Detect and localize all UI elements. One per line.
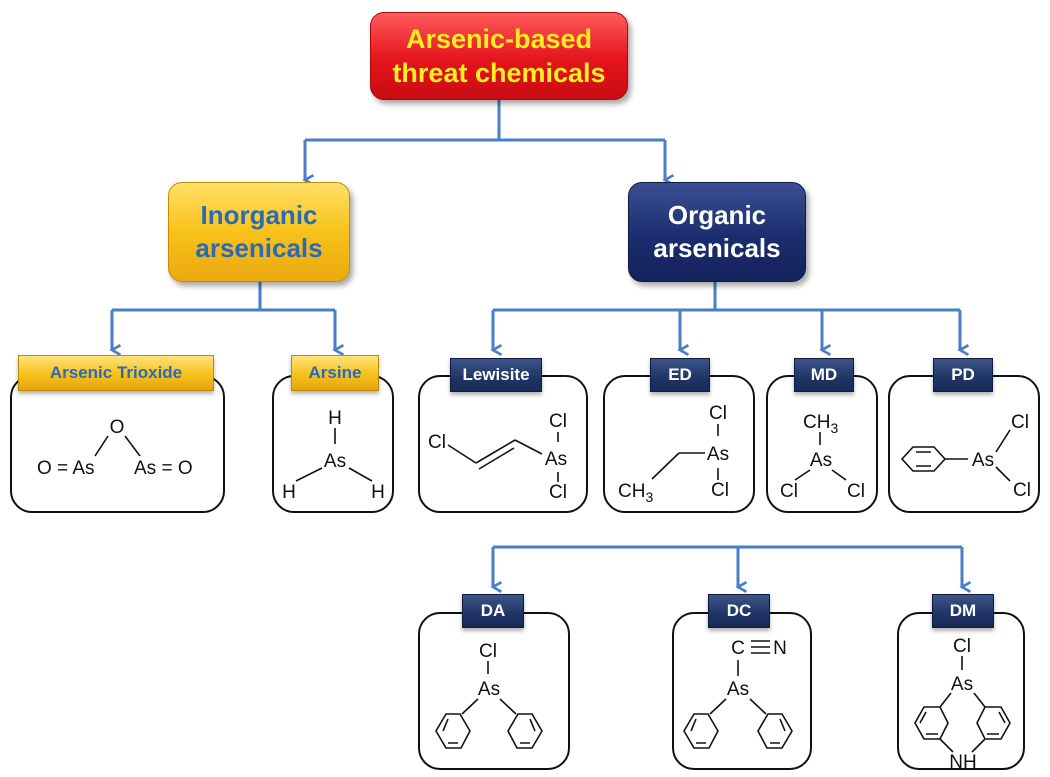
pd-tag: PD [933,358,993,392]
dm-as: As [951,674,973,695]
inorganic-node: Inorganic arsenicals [168,182,350,282]
md-tag: MD [794,358,854,392]
dm-tag: DM [932,594,994,628]
dm-cl: Cl [953,636,971,657]
md-as: As [810,450,832,471]
lewisite-card [418,375,588,513]
ed-tag: ED [650,358,710,392]
da-cl: Cl [479,641,497,662]
dm-card [897,612,1025,770]
trioxide-o: O [110,417,125,438]
arsine-tag: Arsine [291,355,379,391]
arsine-card [272,375,394,513]
ed-ch3: CH3 [618,481,653,505]
pd-as: As [972,450,994,471]
dc-n: N [773,638,787,659]
arsine-as: As [324,451,346,472]
dc-as: As [727,679,749,700]
lewisite-cl-left: Cl [428,432,446,453]
md-cl-left: Cl [780,481,798,502]
dm-nh: NH [949,752,976,773]
da-tag: DA [462,594,524,628]
dc-tag: DC [708,594,770,628]
dc-card [672,612,812,770]
pd-cl-bottom: Cl [1013,480,1031,501]
lewisite-cl-top: Cl [549,411,567,432]
arsenic-trioxide-tag: Arsenic Trioxide [18,355,214,391]
da-as: As [478,679,500,700]
lewisite-as: As [545,449,567,470]
lewisite-cl-bottom: Cl [549,482,567,503]
arsine-h-left: H [282,482,296,503]
arsenic-trioxide-card [10,375,225,513]
ed-as: As [707,444,729,465]
arsine-h-top: H [328,408,342,429]
trioxide-as-eq-o: As = O [134,458,193,479]
lewisite-tag: Lewisite [450,358,542,392]
ed-cl-bottom: Cl [711,480,729,501]
root-node: Arsenic-based threat chemicals [370,12,628,100]
ed-cl-top: Cl [709,403,727,424]
md-cl-right: Cl [847,481,865,502]
arsine-h-right: H [371,482,385,503]
md-ch3: CH3 [803,412,838,436]
pd-cl-top: Cl [1011,412,1029,433]
trioxide-o-eq-as: O = As [37,458,95,479]
organic-node: Organic arsenicals [628,182,806,282]
dc-c: C [731,638,745,659]
